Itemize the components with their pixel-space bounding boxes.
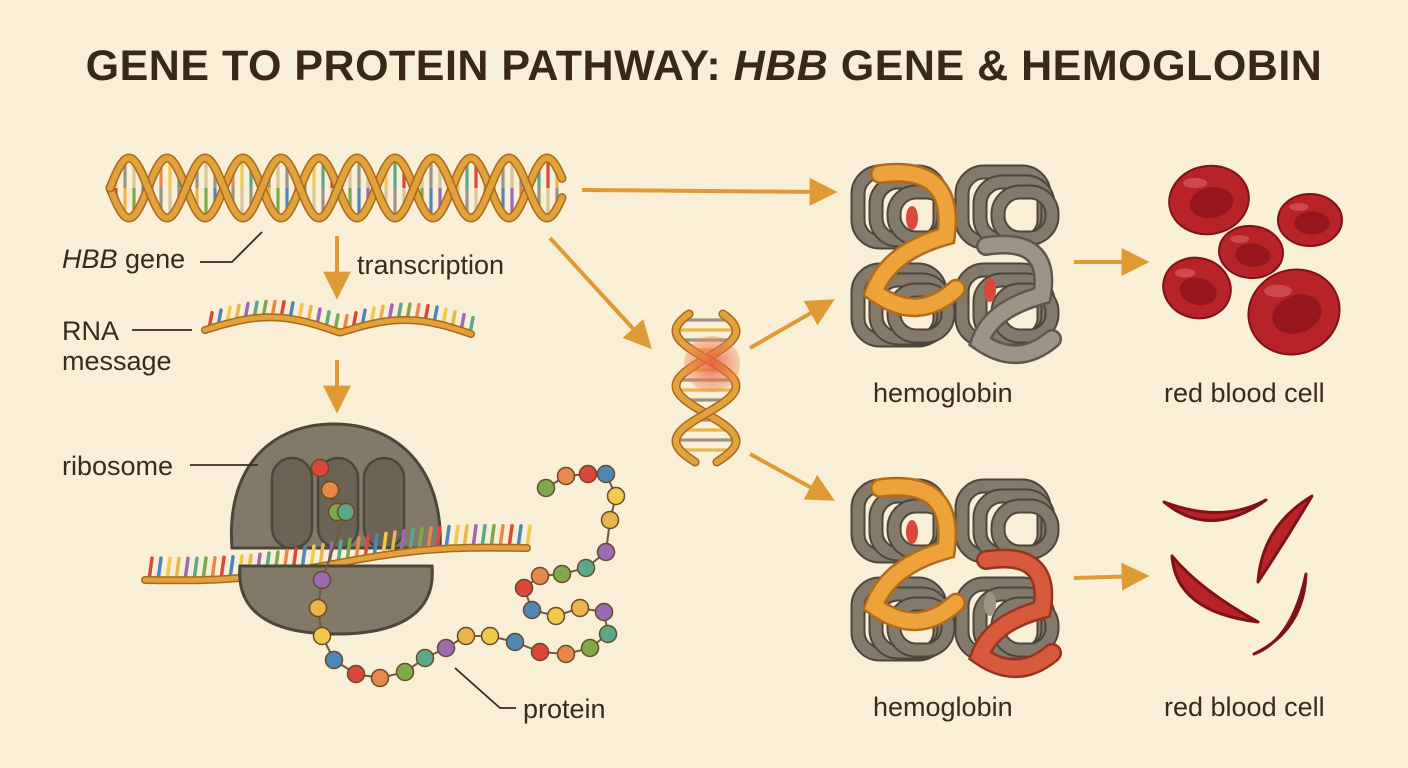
rna-backbone: [202, 314, 474, 337]
cell-center: [1189, 187, 1234, 219]
amino-acid-bead: [436, 638, 456, 658]
sickle-cell: [1162, 498, 1268, 522]
cell-center: [1179, 277, 1217, 306]
amino-acid-bead: [536, 478, 556, 498]
amino-acid-bead: [336, 502, 356, 522]
red-blood-cells-normal: [1162, 164, 1343, 356]
sickle-cell: [1256, 494, 1314, 584]
amino-acid-bead: [606, 486, 626, 506]
protein-label: protein: [523, 694, 606, 724]
amino-acid-bead: [346, 664, 366, 684]
heme-group: [984, 592, 996, 616]
protein-leader-line: [454, 667, 516, 709]
globin-subunit: [865, 479, 964, 629]
amino-acid-bead: [415, 648, 435, 668]
ribosome-label: ribosome: [62, 451, 174, 481]
hemoglobin-sickle: [850, 476, 1062, 679]
transcription-label: transcription: [357, 250, 505, 280]
red-blood-cells-sickle: [1162, 494, 1314, 656]
cell-highlight: [1183, 177, 1207, 189]
amino-acid-bead: [576, 558, 596, 578]
heme-group: [984, 278, 996, 302]
globin-subunit: [971, 551, 1060, 676]
amino-acid-bead: [514, 578, 534, 598]
gene-to-hemoglobin-arrow: [581, 177, 838, 206]
amino-acid-bead: [310, 458, 330, 478]
dna-strand: [672, 311, 739, 465]
amino-acid-bead: [312, 570, 332, 590]
amino-acid-bead: [596, 464, 616, 484]
amino-acid-bead: [308, 598, 328, 618]
rna-backbone: [142, 545, 530, 583]
page-title: GENE TO PROTEIN PATHWAY: HBB GENE & HEMO…: [85, 42, 1323, 90]
hemoglobin-label-top: hemoglobin: [873, 378, 1013, 408]
hbb-gene-label: HBB gene: [62, 244, 186, 274]
amino-acid-bead: [370, 668, 390, 688]
rna-message-label: message: [62, 346, 172, 376]
amino-acid-bead: [600, 510, 620, 530]
dna-strand: [673, 311, 740, 465]
amino-acid-bead: [324, 650, 344, 670]
amino-acid-bead: [522, 600, 542, 620]
amino-acid-bead: [578, 464, 598, 484]
gene-leader-line: [200, 231, 263, 263]
amino-acid-bead: [596, 542, 616, 562]
hemoglobin-to-sickle-cells-arrow: [1073, 562, 1150, 591]
amino-acid-bead: [556, 644, 576, 664]
red-blood-cell-label-bottom: red blood cell: [1164, 692, 1325, 722]
cell-highlight: [1174, 268, 1196, 278]
amino-acid-bead: [598, 624, 618, 644]
cell-center: [1235, 243, 1271, 267]
amino-acid-bead: [395, 662, 415, 682]
rna-label: RNA: [62, 316, 120, 346]
cell-highlight: [1230, 235, 1250, 243]
globin-subunit: [865, 165, 964, 315]
normal-hemoglobin-arrow: [749, 299, 835, 350]
cell-center: [1272, 294, 1322, 334]
amino-acid-bead: [556, 466, 576, 486]
dna-strand: [107, 155, 565, 221]
amino-acid-bead: [530, 566, 550, 586]
amino-acid-bead: [570, 598, 590, 618]
heme-group: [906, 206, 918, 230]
amino-acid-bead: [480, 626, 500, 646]
ribosome-small-subunit: [238, 564, 434, 636]
sickle-hemoglobin-arrow: [749, 452, 835, 501]
cell-center: [1294, 211, 1330, 235]
red-blood-cell-label-top: red blood cell: [1164, 378, 1325, 408]
amino-acid-bead: [320, 480, 340, 500]
hemoglobin-normal: [850, 162, 1062, 365]
amino-acid-bead: [312, 626, 332, 646]
amino-acid-bead: [594, 602, 614, 622]
dna-helix: [105, 153, 567, 223]
amino-acid-bead: [580, 638, 600, 658]
amino-acid-bead: [546, 606, 566, 626]
protein-chain: [308, 458, 626, 688]
mutation-highlight: [684, 336, 740, 392]
hemoglobin-label-bottom: hemoglobin: [873, 692, 1013, 722]
ribosome-channel: [270, 456, 314, 550]
cell-highlight: [1289, 203, 1309, 211]
globin-subunit: [971, 237, 1060, 362]
amino-acid-bead: [505, 632, 525, 652]
amino-acid-bead: [456, 626, 476, 646]
cell-highlight: [1264, 284, 1292, 298]
heme-group: [906, 520, 918, 544]
sickle-cell: [1252, 572, 1308, 656]
amino-acid-bead: [552, 564, 572, 584]
ribosome-channel: [362, 456, 406, 550]
amino-acid-bead: [530, 642, 550, 662]
gene-to-mutation-arrow: [548, 236, 652, 350]
sickle-cell: [1170, 554, 1260, 624]
rna-strand: [201, 299, 475, 338]
